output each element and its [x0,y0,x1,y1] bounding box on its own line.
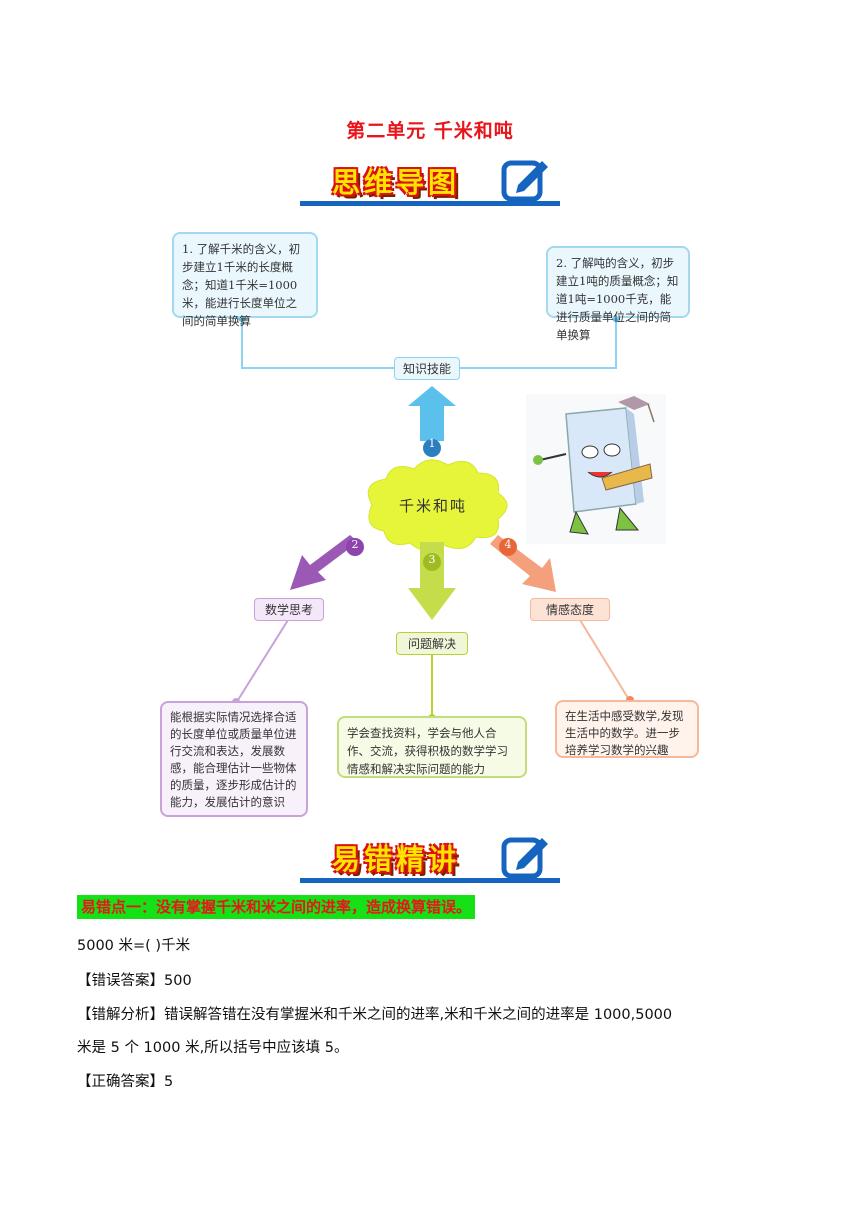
mindmap-banner: 思维导图 [300,155,560,210]
question: 5000 米=( )千米 [77,938,191,954]
step-number-2: 2 [351,538,359,551]
analysis-label: 【错解分析】 [77,1007,164,1023]
center-topic: 千米和吨 [398,497,467,515]
analysis-line-1: 错误解答错在没有掌握米和千米之间的进率,米和千米之间的进率是 1000,5000 [164,1007,673,1023]
solving-box: 学会查找资料，学会与他人合作、交流，获得积极的数学学习情感和解决实际问题的能力 [337,716,527,778]
pencil-square-icon [501,160,548,202]
analysis-line-2: 米是 5 个 1000 米,所以括号中应该填 5。 [77,1040,349,1056]
correct-answer: 【正确答案】5 [77,1070,173,1091]
analysis: 【错解分析】错误解答错在没有掌握米和千米之间的进率,米和千米之间的进率是 100… [77,1003,797,1024]
branch-label-solving: 问题解决 [396,632,468,655]
banner-title: 思维导图 [332,166,461,199]
wrong-answer-value: 500 [164,973,192,989]
book-character-image [526,394,666,544]
pencil-square-icon [501,837,548,879]
step-number-1 [423,439,441,457]
wrong-answer-label: 【错误答案】 [77,973,164,989]
step-number-4: 4 [504,538,512,551]
branch-label-attitude: 情感态度 [530,598,610,621]
thinking-box: 能根据实际情况选择合适的长度单位或质量单位进行交流和表达，发展数感，能合理估计一… [160,701,308,817]
banner-title: 易错精讲 [332,843,461,876]
page-title: 第二单元 千米和吨 [346,120,514,142]
branch-label-skills: 知识技能 [394,357,460,380]
mistake-heading: 易错点一：没有掌握千米和米之间的进率，造成换算错误。 [77,895,476,919]
wrong-answer: 【错误答案】500 [77,969,192,990]
mistake-banner: 易错精讲 [300,832,560,887]
skill-box-1: 1. 了解千米的含义，初步建立1千米的长度概念；知道1千米=1000米，能进行长… [172,232,318,328]
step-number-3: 3 [428,553,436,566]
skill-box-2: 2. 了解吨的含义，初步建立1吨的质量概念；知道1吨=1000千克，能进行质量单… [546,246,690,342]
correct-answer-label: 【正确答案】 [77,1074,164,1090]
step-number-1: 1 [428,437,436,450]
correct-answer-value: 5 [164,1074,174,1090]
attitude-box: 在生活中感受数学,发现生活中的数学。进一步培养学习数学的兴趣 [555,700,699,758]
mistake-heading-wrap: 易错点一：没有掌握千米和米之间的进率，造成换算错误。 [77,895,476,919]
branch-label-thinking: 数学思考 [254,598,324,621]
